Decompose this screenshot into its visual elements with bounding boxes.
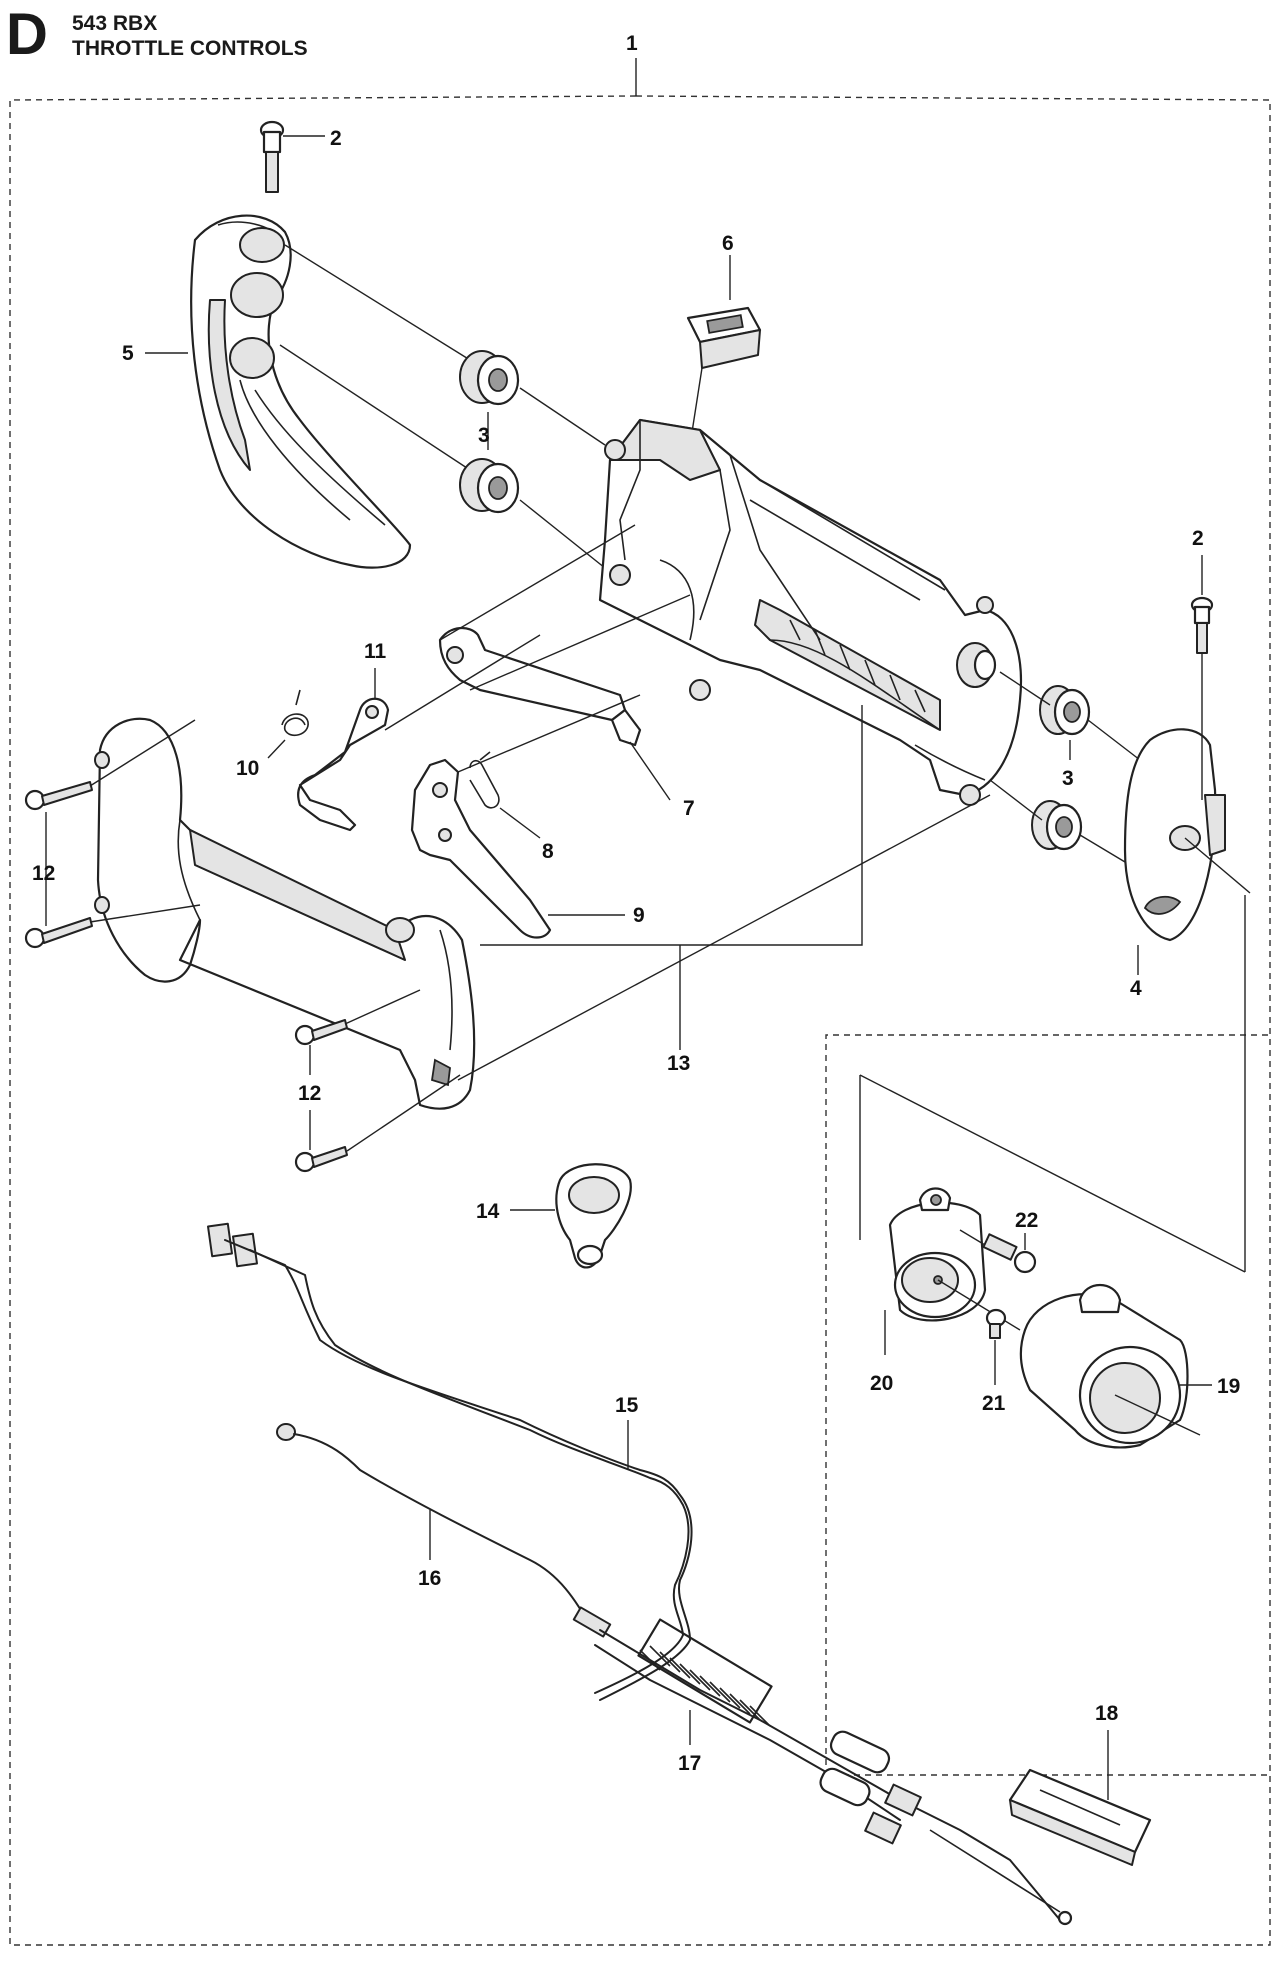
callout-label-21: 21 (982, 1392, 1006, 1415)
callout-label-2-top: 2 (330, 127, 342, 150)
part-12-screws: 12 12 (24, 719, 991, 1173)
callout-label-17: 17 (678, 1752, 701, 1775)
callout-label-3-right: 3 (1062, 767, 1074, 790)
part-14-clamp: 14 (476, 1163, 632, 1269)
part-3-bearings-left: 3 (279, 244, 621, 581)
callout-label-22: 22 (1015, 1209, 1038, 1232)
part-15-wire-harness: 15 (207, 1222, 693, 1701)
callout-label-5: 5 (122, 342, 134, 365)
part-7-throttle-trigger: 7 (438, 524, 695, 820)
part-3-bearings-right: 3 (989, 671, 1141, 866)
part-20-collar: 20 (870, 1187, 1021, 1395)
assembly-boundary-sub (825, 1034, 1270, 1776)
part-2-screw-right: 2 (1190, 527, 1214, 800)
callout-13: 13 (480, 705, 863, 1075)
callout-label-12-left: 12 (32, 862, 55, 885)
callout-label-10: 10 (236, 757, 259, 780)
part-21-pin: 21 (982, 1308, 1007, 1415)
part-9-throttle-lockout: 9 (410, 694, 645, 939)
part-5-end-cap (190, 214, 412, 569)
part-6-switch: 6 (686, 232, 762, 446)
part-2-screw-top: 2 (259, 120, 342, 193)
callout-label-18: 18 (1095, 1702, 1119, 1725)
callout-label-14: 14 (476, 1200, 500, 1223)
sub-assembly-leads (859, 1074, 1246, 1273)
part-19-grip-sleeve: 19 (1019, 895, 1246, 1449)
callout-label-20: 20 (870, 1372, 893, 1395)
part-4-end-cap: 4 (1123, 728, 1251, 1000)
callout-label-16: 16 (418, 1567, 441, 1590)
callout-label-8: 8 (542, 840, 554, 863)
section-letter: D (6, 2, 48, 67)
callout-label-15: 15 (615, 1394, 639, 1417)
part-12-handle-half (94, 717, 476, 1110)
part-16-throttle-cable: 16 (276, 1423, 591, 1626)
assembly-boundary-1 (9, 58, 1271, 1946)
part-11-lockout-lever: 11 (297, 634, 541, 832)
part-22-screw: 22 (959, 1209, 1038, 1274)
part-18-cover-strip: 18 (1008, 1702, 1152, 1866)
part-13-handle-frame (598, 418, 1022, 806)
callout-label-1: 1 (626, 32, 638, 55)
part-10-spring: 10 (236, 689, 309, 780)
callout-label-3-left: 3 (478, 424, 490, 447)
callout-label-11: 11 (364, 640, 387, 663)
callout-5: 5 (122, 342, 188, 365)
spring-coil (637, 1618, 773, 1727)
callout-label-4: 4 (1130, 977, 1142, 1000)
diagram-title: THROTTLE CONTROLS (72, 37, 308, 60)
part-8-spring-clip: 8 (469, 751, 554, 863)
callout-label-9: 9 (633, 904, 645, 927)
callout-label-7: 7 (683, 797, 695, 820)
callout-label-19: 19 (1217, 1375, 1240, 1398)
part-17-cable-sheath: 17 (572, 1606, 1073, 1926)
callout-label-2-right: 2 (1192, 527, 1204, 550)
callout-label-6: 6 (722, 232, 734, 255)
callout-label-13: 13 (667, 1052, 690, 1075)
model-name: 543 RBX (72, 12, 158, 35)
callout-label-12-bottom: 12 (298, 1082, 321, 1105)
